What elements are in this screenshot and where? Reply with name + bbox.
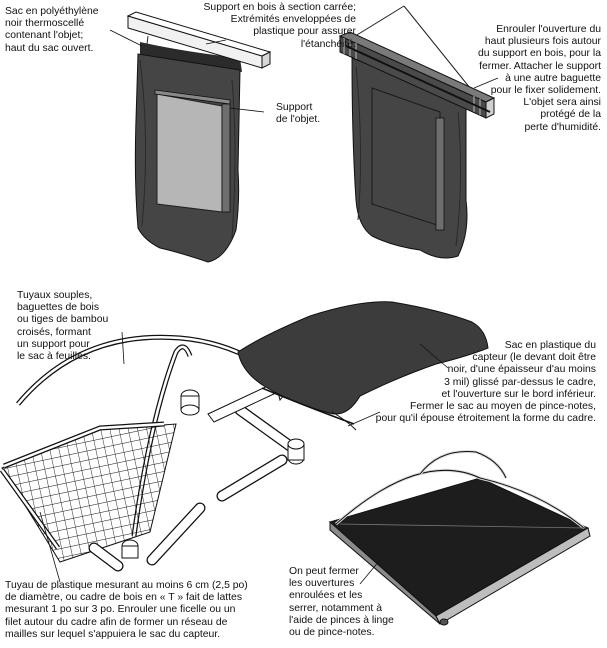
- label-pipe-frame: Tuyau de plastique mesurant au moins 6 c…: [5, 580, 248, 640]
- elbow-connector: [121, 539, 139, 559]
- collector-bag: [237, 301, 489, 431]
- label-wood-support: Support en bois à section carrée; Extrém…: [203, 2, 357, 50]
- rolled-wood-support: [338, 31, 496, 119]
- label-roll-opening: Enrouler l'ouverture du haut plusieurs f…: [477, 24, 601, 133]
- assembled-collector: [328, 449, 591, 626]
- label-tubes: Tuyaux souples, baguettes de bois ou tig…: [17, 290, 109, 363]
- hanging-bag-open: [126, 11, 272, 263]
- t-connector-1: [180, 389, 200, 416]
- label-close-openings: On peut fermer les ouvertures enroulées …: [289, 566, 394, 639]
- label-bag-top: Sac en polyéthylène noir thermoscellé co…: [5, 6, 99, 54]
- object-inside: [156, 93, 223, 213]
- wood-beam-left: [126, 11, 272, 69]
- hanging-bag-rolled: [338, 5, 496, 259]
- t-connector-2: [287, 438, 305, 465]
- leader-lines: [39, 29, 499, 585]
- pipe-pieces: [88, 404, 296, 572]
- label-plastic-bag: Sac en plastique du capteur (le devant d…: [375, 340, 596, 425]
- label-object-support: Support de l'objet.: [276, 102, 321, 126]
